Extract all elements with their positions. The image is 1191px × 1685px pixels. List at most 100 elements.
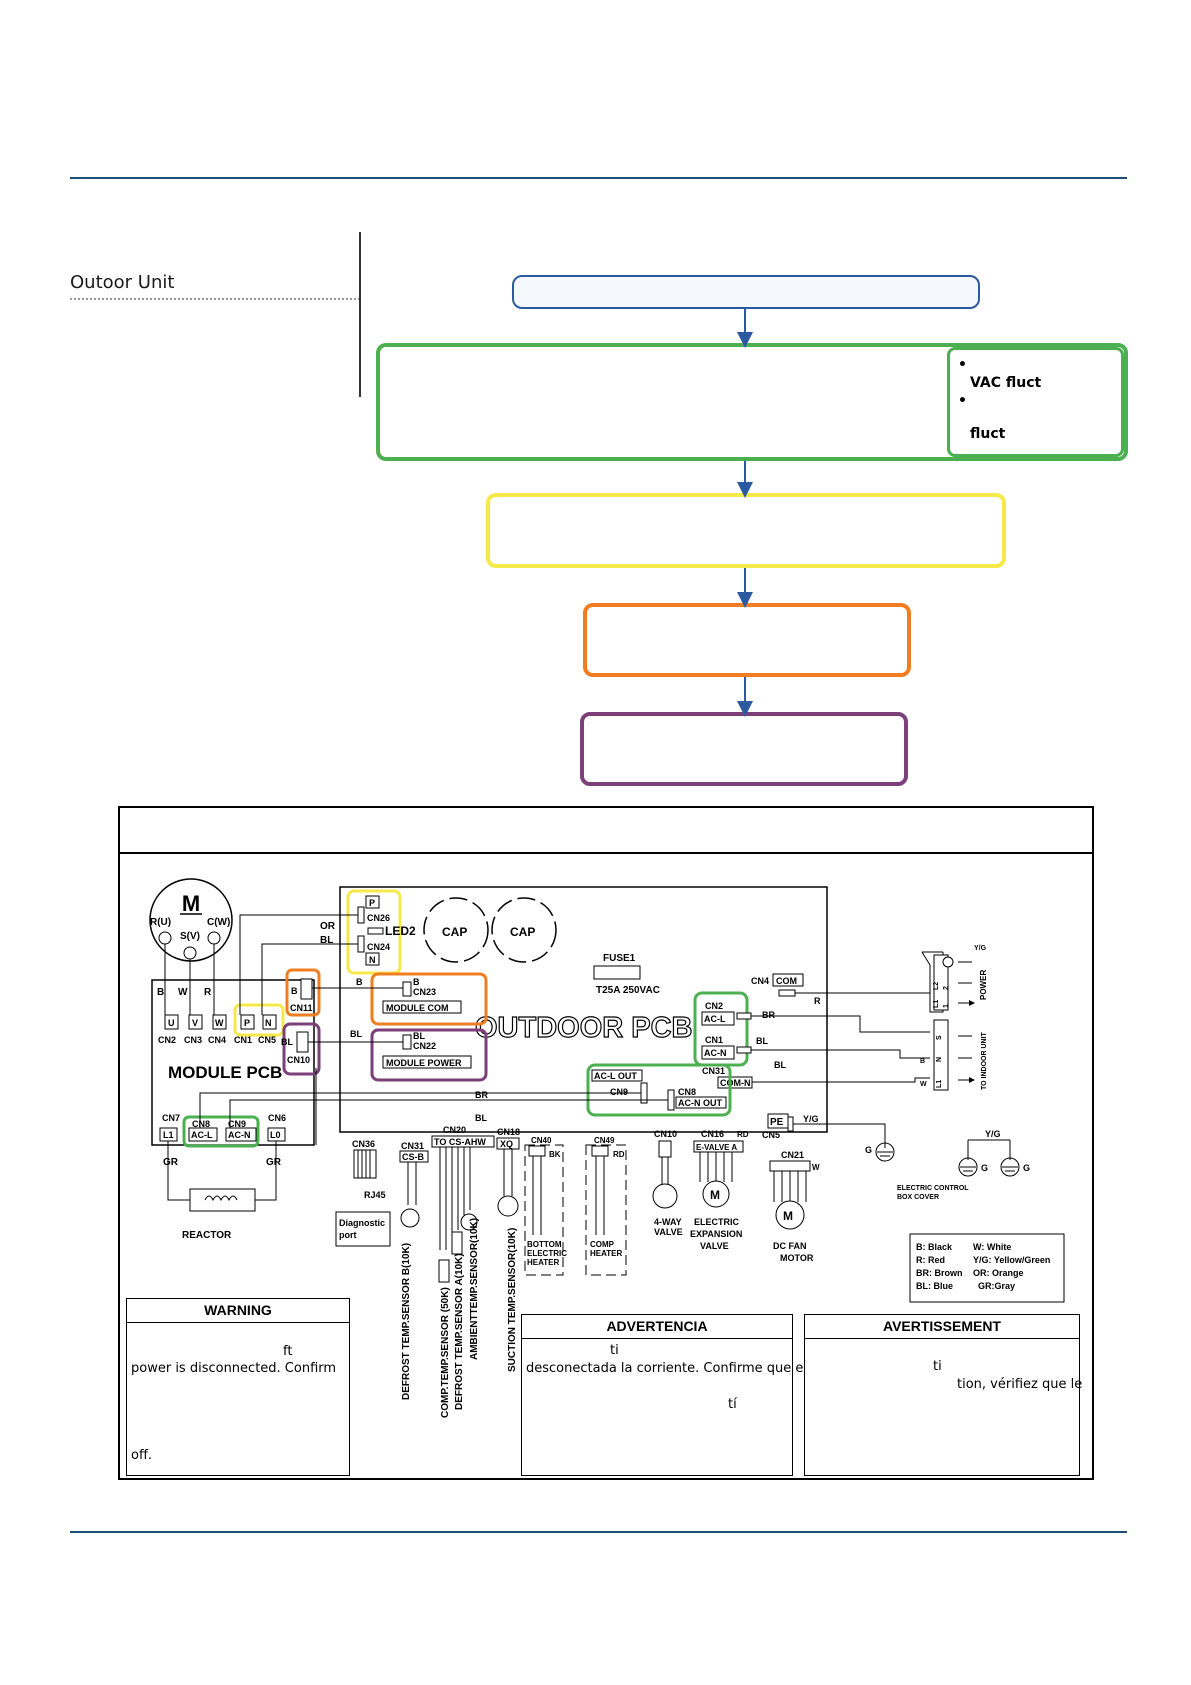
comp-heater-line-1: COMP [590,1240,615,1249]
cn8-terminal [667,1089,675,1111]
compressor-motor [149,878,233,962]
label-led2: LED2 [385,924,416,938]
cn10-connector [296,1031,309,1053]
legend-row-1-left: B: Black [916,1242,953,1252]
pin-l1: L1 [163,1130,174,1140]
module-pins: U V W P N CN2 CN3 CN4 CN1 CN5 [158,1014,277,1045]
warning-es-line-2: desconectada la corriente. Confirme que … [526,1361,808,1376]
wire-bl-cn22-top: BL [413,1031,425,1041]
dc-fan-line-1: DC FAN [773,1241,807,1251]
label-module-power: MODULE POWER [386,1058,462,1068]
legend-row-2-right: Y/G: Yellow/Green [973,1255,1050,1265]
green-note-bullet-2: • [958,393,967,410]
xq-box [496,1137,520,1150]
label-cn5: CN5 [258,1035,276,1045]
label-cn49: CN49 [594,1136,615,1145]
com-box [772,973,804,987]
legend-row-2-left: R: Red [916,1255,945,1265]
legend-row-4-right: GR:Gray [978,1281,1015,1291]
warning-es-line-3: tí [728,1397,737,1412]
eev-line-1: ELECTRIC [694,1217,740,1227]
wire-b-1: B [157,987,164,998]
power-terminal-2: 2 [943,986,950,990]
label-ac-n-out: AC-N OUT [678,1098,722,1108]
label-com-n: COM-N [720,1078,751,1088]
reactor-wires [167,1141,277,1201]
sensor-comp-temp [438,1259,450,1283]
wire-b-indoor: B [920,1058,925,1065]
cn20-wires [439,1147,471,1250]
wire-b-cn23: B [356,977,363,987]
ground-icon-2 [958,1157,978,1177]
wire-rd-cn16: RD [737,1130,749,1139]
green-note-bullet-1: • [958,357,967,373]
footer-rule [70,1531,1127,1533]
label-cn5-right: CN5 [762,1130,780,1140]
flow-green-note: • VAC fluct • fluct [947,347,1124,457]
to-indoor-label: TO INDOOR UNIT [981,1031,988,1090]
diagnostic-port-line-1: Diagnostic [339,1218,385,1228]
label-module-com: MODULE COM [386,1003,449,1013]
indoor-terminal-n: N [936,1057,943,1062]
power-wires-right [751,992,930,1083]
highlight-module-power-purple [370,1028,488,1082]
wire-bl-cn22: BL [350,1029,362,1039]
label-g-pe: G [865,1145,872,1155]
color-legend-box [909,1233,1065,1303]
wire-br-mid: BR [475,1090,488,1100]
sensor-defrost-a [451,1231,463,1255]
wire-bl-comn: BL [774,1060,786,1070]
comp-heater [585,1144,627,1276]
ecb-line-1: ELECTRIC CONTROL [897,1185,969,1192]
pin-w: W [215,1018,224,1028]
highlight-pn-yellow [233,1003,285,1037]
fuse-label: FUSE1 [603,953,636,964]
warning-title-en: WARNING [127,1299,349,1323]
section-title-underline [70,298,360,300]
four-way-valve [652,1183,678,1209]
ac-n-terminal [736,1046,752,1054]
terminal-w [207,931,221,945]
to-cs-box [431,1135,495,1148]
label-cw: C(W) [207,917,230,928]
compressor-motor-label: M [182,891,200,916]
terminal-v [183,946,197,960]
label-cn40: CN40 [531,1136,552,1145]
label-cn26: CN26 [367,913,390,923]
label-ac-l-out: AC-L OUT [594,1071,637,1081]
wire-bk-cn40: BK [549,1150,561,1159]
label-cn36: CN36 [352,1139,375,1149]
dc-fan-wires [773,1171,807,1202]
wire-b-cn11: B [291,986,298,996]
wire-yg-pe: Y/G [803,1114,819,1124]
label-e-valve: E-VALVE A [696,1143,737,1152]
cn22-connector [402,1034,412,1050]
pe-terminal [787,1116,794,1132]
legend-row-1-right: W: White [973,1242,1011,1252]
label-xq: XQ [500,1139,513,1149]
diagnostic-port-box [335,1211,391,1247]
label-cn1: CN1 [234,1035,252,1045]
cn18-wires [503,1149,513,1196]
power-terminal-1: 1 [943,1004,950,1008]
sensor-ambient-label: AMBIENTTEMP.SENSOR(10K) [469,1218,480,1360]
wire-br-right: BR [762,1010,775,1020]
indoor-terminal-s: S [936,1035,943,1040]
wire-gr-left: GR [163,1157,179,1168]
flow-step-blue [512,275,980,309]
power-label: POWER [979,970,988,1000]
warning-box-en: WARNING ft power is disconnected. Confir… [126,1298,350,1476]
warning-title-fr: AVERTISSEMENT [805,1315,1079,1339]
label-cn9-right: CN9 [610,1087,628,1097]
power-terminal-block [933,954,949,1011]
warning-es-line-1: ti [610,1343,619,1358]
label-cn20: CN20 [443,1125,466,1135]
label-cn8-left: CN8 [192,1119,210,1129]
sensor-defrost-b [400,1208,420,1228]
bottom-heater-wires [532,1156,542,1235]
wire-bl-mid: BL [475,1113,487,1123]
label-cn8-right: CN8 [678,1087,696,1097]
label-ac-l: AC-L [704,1014,726,1024]
capacitor-1-label: CAP [442,925,467,939]
warning-en-line-1: ft [283,1344,293,1359]
